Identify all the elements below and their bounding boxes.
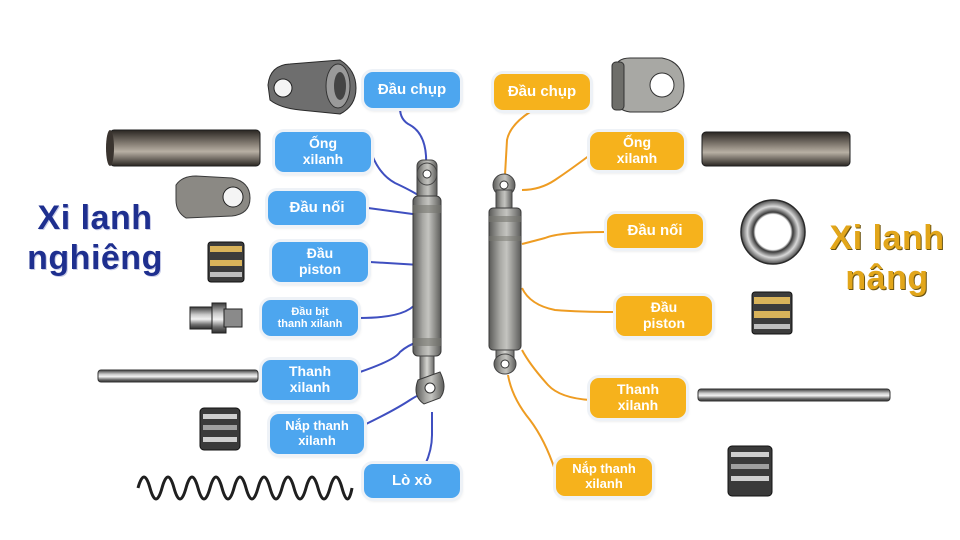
title-left-line1: Xi lanh — [37, 199, 153, 237]
title-left-line2: nghiêng — [27, 239, 163, 277]
connector-dau-piston-left — [369, 261, 421, 266]
connector-dau-chup-left — [399, 107, 428, 169]
right-connectors — [504, 111, 616, 471]
label-text: Đầu nối — [627, 221, 683, 239]
connector-nap-thanh-left — [363, 391, 426, 426]
label-text: Đầu piston — [643, 299, 685, 331]
right-assembled-cylinder — [488, 173, 522, 375]
right-part-dau-piston — [751, 291, 793, 335]
label-text: Thanh xilanh — [617, 381, 659, 413]
connector-nap-thanh-right — [507, 374, 556, 471]
title-right-line1: Xi lanh — [829, 219, 945, 257]
connector-ong-xilanh-left — [371, 154, 419, 196]
title-xi-lanh-nang: Xi lanh nâng — [812, 218, 960, 298]
connector-dau-chup-right — [504, 111, 531, 176]
left-part-ong-xilanh — [106, 129, 261, 167]
label-left-thanh-xilanh: Thanh xilanh — [262, 360, 358, 400]
label-right-dau-chup: Đầu chụp — [494, 74, 590, 110]
right-part-thanh-xilanh — [697, 388, 891, 402]
connector-lo-xo-left — [424, 412, 433, 466]
label-right-nap-thanh-xilanh: Nắp thanh xilanh — [556, 458, 652, 496]
left-assembled-cylinder — [412, 159, 445, 405]
label-left-lo-xo: Lò xò — [364, 464, 460, 498]
left-part-dau-bit — [189, 302, 243, 334]
connector-dau-bit-left — [359, 299, 419, 319]
left-part-dau-piston — [207, 241, 245, 283]
label-text: Đầu nối — [289, 198, 345, 216]
left-part-dau-chup — [267, 59, 357, 115]
label-right-dau-noi: Đầu nối — [607, 214, 703, 248]
label-left-dau-noi: Đầu nối — [268, 191, 366, 225]
left-part-nap-thanh — [199, 407, 241, 451]
label-text: Đầu piston — [299, 245, 341, 277]
label-text: Nắp thanh xilanh — [285, 418, 349, 448]
left-part-lo-xo — [136, 475, 354, 501]
label-text: Nắp thanh xilanh — [572, 461, 636, 491]
right-part-dau-chup — [611, 57, 685, 113]
label-text: Lò xò — [392, 471, 432, 489]
connector-thanh-xilanh-right — [521, 349, 591, 401]
title-right-line2: nâng — [845, 259, 929, 297]
left-part-dau-noi — [175, 175, 251, 219]
label-right-thanh-xilanh: Thanh xilanh — [590, 378, 686, 418]
connector-dau-piston-right — [521, 287, 616, 313]
label-text: Thanh xilanh — [289, 363, 331, 395]
title-xi-lanh-nghieng: Xi lanh nghiêng — [10, 198, 180, 278]
label-left-dau-bit-thanh-xilanh: Đầu bịt thanh xilanh — [262, 300, 358, 336]
label-text: Đầu chụp — [377, 80, 447, 98]
connector-dau-noi-right — [521, 231, 606, 245]
connector-dau-noi-left — [367, 207, 421, 216]
connector-thanh-xilanh-left — [359, 341, 419, 373]
left-part-thanh-xilanh — [97, 369, 259, 383]
right-part-ong-xilanh — [701, 131, 851, 167]
right-part-nap-thanh — [727, 445, 773, 497]
label-left-dau-piston: Đầu piston — [272, 242, 368, 282]
label-right-dau-piston: Đầu piston — [616, 296, 712, 336]
label-left-nap-thanh-xilanh: Nắp thanh xilanh — [270, 414, 364, 454]
label-left-ong-xilanh: Ống xilanh — [275, 132, 371, 172]
label-text: Ống xilanh — [616, 134, 658, 166]
label-right-ong-xilanh: Ống xilanh — [590, 132, 684, 170]
label-text: Đầu bịt thanh xilanh — [277, 305, 343, 330]
connector-ong-xilanh-right — [521, 154, 591, 191]
label-text: Đầu chụp — [507, 82, 577, 100]
right-part-dau-noi — [740, 199, 806, 265]
label-text: Ống xilanh — [302, 135, 344, 167]
left-connectors — [359, 107, 433, 466]
label-left-dau-chup: Đầu chụp — [364, 72, 460, 108]
